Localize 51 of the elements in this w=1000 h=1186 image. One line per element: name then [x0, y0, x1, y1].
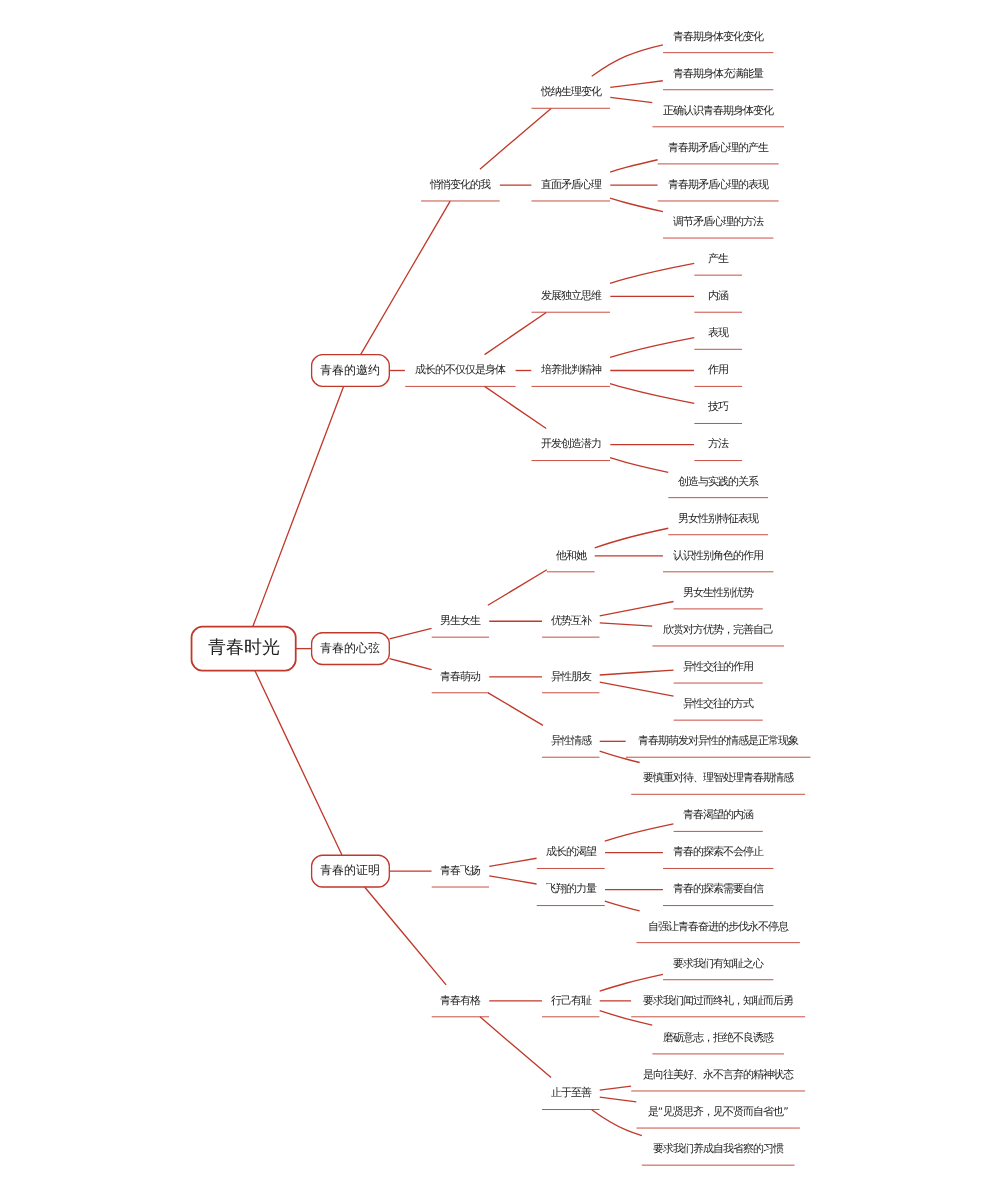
connector: [487, 1000, 542, 1002]
connector: [608, 184, 658, 186]
connector: [593, 527, 668, 549]
connector: [608, 96, 652, 104]
connector: [598, 750, 640, 764]
connector: [590, 1109, 642, 1137]
connector: [608, 369, 694, 372]
connector: [593, 555, 663, 557]
connector: [359, 200, 450, 356]
connector: [482, 311, 546, 356]
connector: [487, 620, 542, 622]
connector: [598, 1010, 652, 1026]
connector: [598, 740, 626, 742]
connector: [603, 900, 640, 912]
connector: [487, 676, 542, 678]
connector: [608, 295, 694, 297]
connector: [590, 44, 663, 77]
connector: [608, 159, 658, 173]
connector: [598, 622, 652, 627]
connector: [608, 197, 663, 213]
connector: [486, 692, 543, 726]
connector: [253, 670, 342, 856]
connector: [608, 444, 694, 446]
connector: [482, 385, 546, 430]
connector: [487, 857, 537, 867]
connector: [608, 382, 694, 405]
connector: [603, 889, 663, 891]
connector: [498, 184, 532, 186]
connector: [608, 80, 663, 89]
connector: [603, 851, 663, 854]
connector: [603, 823, 674, 842]
connector: [487, 875, 537, 885]
connector: [608, 457, 668, 473]
connector: [608, 262, 694, 284]
connector: [387, 870, 432, 872]
connector: [478, 1016, 551, 1079]
connector: [598, 1000, 631, 1002]
connector: [598, 1096, 636, 1103]
connector: [598, 669, 674, 676]
connector: [598, 681, 674, 697]
connector: [362, 886, 446, 986]
node-box: 青春时光: [189, 625, 296, 672]
connector: [598, 600, 674, 617]
connector: [478, 107, 551, 170]
connector: [251, 385, 344, 627]
connector: [598, 1085, 631, 1091]
connector: [608, 336, 694, 359]
connector: [598, 973, 663, 992]
connector: [486, 569, 547, 606]
connector: [387, 627, 432, 640]
connector: [387, 657, 432, 671]
